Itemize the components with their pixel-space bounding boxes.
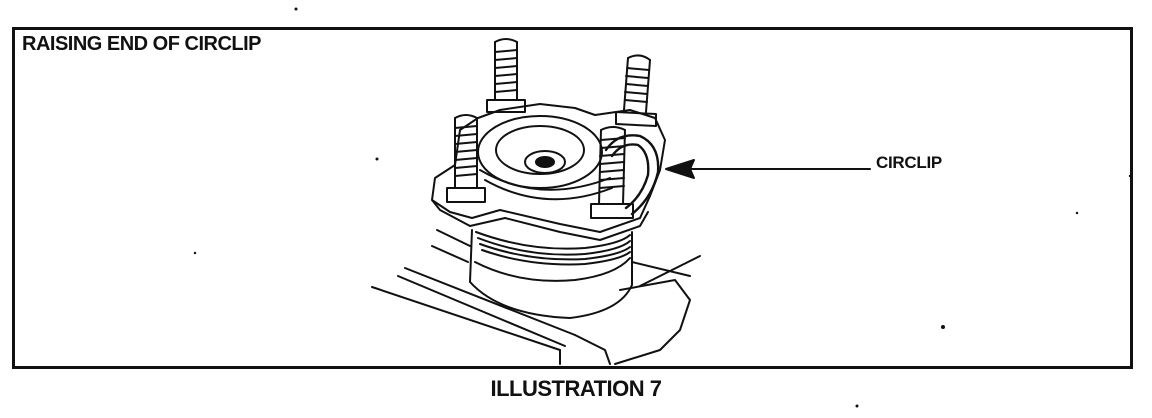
- housing-lines: [371, 229, 701, 365]
- figure-caption: ILLUSTRATION 7: [490, 376, 662, 401]
- callout-arrow: [665, 159, 871, 179]
- hub-body: [469, 229, 633, 319]
- circlip-callout-label: CIRCLIP: [876, 153, 942, 172]
- wheel-studs: [446, 38, 657, 219]
- figure-frame: [12, 27, 1133, 369]
- figure-title: RAISING END OF CIRCLIP: [22, 33, 262, 55]
- scan-specks: [193, 7, 1132, 408]
- circlip: [604, 134, 660, 216]
